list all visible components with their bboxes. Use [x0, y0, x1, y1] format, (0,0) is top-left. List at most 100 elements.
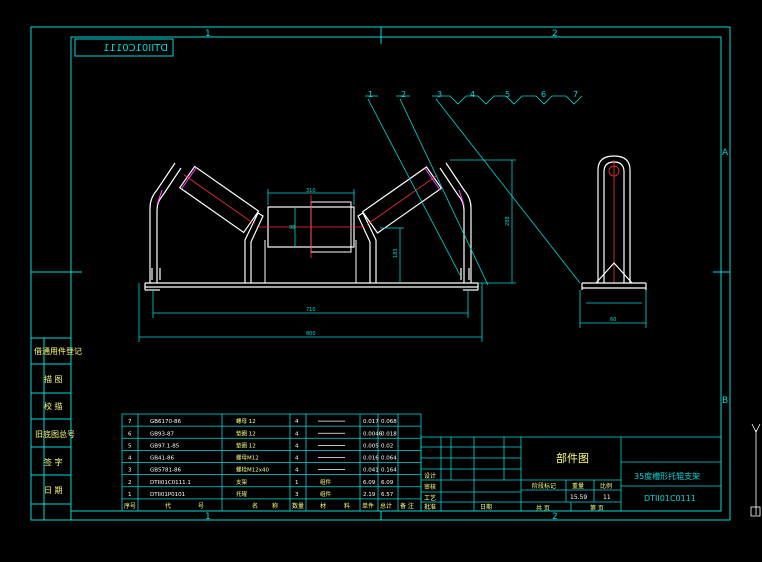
bom-cell-w1: 0.017: [363, 419, 379, 425]
stage-mark-label: 阶段标记: [532, 482, 556, 490]
balloon-leaders: [365, 95, 583, 286]
balloon-5: 5: [505, 90, 510, 99]
center-roller: [258, 195, 364, 258]
date-label: 日期: [480, 503, 492, 511]
drawing-code: DTII01C0111: [644, 494, 696, 503]
bom-header: 序号: [124, 502, 136, 510]
bom-cell-qty: 4: [295, 443, 299, 449]
zone-top-1: 1: [205, 29, 211, 39]
bom-cell-qty: 4: [295, 431, 299, 437]
bom-cell-w1: 0.005: [363, 443, 379, 449]
bom-cell-code: GB93-87: [150, 431, 175, 437]
bom-cell-name: 支架: [236, 478, 248, 486]
bom-header: 备 注: [400, 502, 414, 510]
total-pages-label: 共 页: [536, 504, 550, 512]
bom-cell-no: 5: [128, 443, 132, 449]
title-block: [420, 436, 722, 512]
bom-cell-code: DTII01C0111.1: [150, 480, 191, 486]
dim-rise: 183: [393, 248, 399, 258]
zone-right-a: A: [722, 148, 729, 158]
weight-label: 重量: [572, 482, 584, 490]
bom-header: 代: [165, 502, 171, 510]
front-dimensions: [138, 159, 516, 342]
code-stamp-text: DTII01C0111: [103, 43, 168, 54]
bom-cell-code: DTII01P0101: [150, 492, 185, 498]
zone-labels: 1 2 1 2 A B: [205, 29, 729, 522]
bom-cell-no: 3: [128, 468, 132, 474]
weight-value: 15.59: [570, 494, 587, 501]
balloon-7: 7: [573, 90, 578, 99]
bom-cell-no: 2: [128, 480, 132, 486]
middle-supports: [264, 240, 357, 283]
zone-right-b: B: [722, 396, 728, 406]
bom-cell-mat: 组件: [320, 490, 332, 498]
bom-cell-no: 4: [128, 456, 132, 462]
bom-cell-code: GB6170-86: [150, 419, 182, 425]
ucs-icon: [750, 423, 761, 517]
bom-cell-no: 6: [128, 431, 132, 437]
page-no-label: 第 页: [590, 504, 604, 512]
bom-cell-qty: 3: [295, 492, 299, 498]
label-borrow-register: 借通用件登记: [34, 346, 82, 356]
balloon-6: 6: [541, 90, 546, 99]
dim-side-width: 60: [610, 317, 616, 323]
bom-cell-w2: 0.064: [381, 456, 397, 462]
bom-table: [121, 413, 422, 512]
bom-cell-name: 螺母 12: [236, 417, 256, 425]
bom-cell-code: GB41-86: [150, 456, 175, 462]
label-check: 校 描: [44, 401, 63, 411]
balloon-4: 4: [470, 90, 475, 99]
side-dimensions: [579, 290, 647, 328]
bom-cell-code: GB5781-86: [150, 468, 182, 474]
label-date: 日 期: [44, 486, 63, 495]
bom-cell-name: 垫圈 12: [236, 441, 256, 449]
bom-cell-w1: 2.19: [363, 492, 376, 498]
zone-top-2: 2: [552, 29, 558, 39]
dim-roller-height: 98: [289, 225, 295, 231]
code-stamp: DTII01C0111: [74, 38, 174, 57]
bom-cell-w2: 0.068: [381, 419, 397, 425]
bom-header: 称: [272, 502, 278, 510]
balloon-2: 2: [401, 90, 406, 99]
bom-cell-qty: 4: [295, 468, 299, 474]
label-old-number: 旧底图总号: [35, 429, 75, 439]
bom-cell-name: 垫圈 12: [236, 429, 256, 437]
bom-header: 名: [252, 502, 258, 510]
bom-cell-qty: 1: [295, 480, 299, 486]
left-signoff-column: [30, 271, 72, 521]
bom-cell-w1: 0.0046: [363, 431, 383, 437]
bom-cell-no: 7: [128, 419, 132, 425]
right-wing-roller: [361, 166, 443, 234]
designer-label: 设计: [424, 472, 436, 480]
bom-cell-qty: 4: [295, 419, 299, 425]
balloon-numbers: 1 2 3 4 5 6 7: [368, 90, 578, 99]
zone-bottom-1: 1: [205, 512, 211, 522]
label-trace: 描 图: [44, 374, 63, 384]
right-inner-bracket: [357, 212, 377, 283]
dim-span: 710: [306, 307, 316, 313]
bom-header: 单件: [362, 502, 374, 510]
bom-cell-w2: 0.02: [381, 443, 393, 449]
bom-cell-w1: 0.041: [363, 468, 379, 474]
bom-cell-w2: 0.018: [381, 431, 397, 437]
side-view: [581, 155, 647, 290]
bom-cell-w2: 0.164: [381, 468, 397, 474]
sheet-value: 11: [603, 494, 611, 501]
base-plate: [144, 282, 479, 291]
bom-header: 材: [320, 502, 326, 510]
balloon-3: 3: [437, 90, 442, 99]
left-bracket: [149, 162, 182, 283]
bom-cell-w2: 6.09: [381, 480, 394, 486]
scale-label: 比例: [600, 482, 612, 490]
part-drawing-title: 部件图: [556, 451, 589, 465]
bom-cell-no: 1: [128, 492, 132, 498]
bom-header: 数量: [292, 502, 304, 510]
bom-cell-name: 螺母M12: [236, 454, 259, 462]
bom-cell-qty: 4: [295, 456, 299, 462]
bom-header: 号: [198, 503, 204, 510]
balloon-1: 1: [368, 90, 373, 99]
label-signature: 签 字: [44, 457, 63, 467]
